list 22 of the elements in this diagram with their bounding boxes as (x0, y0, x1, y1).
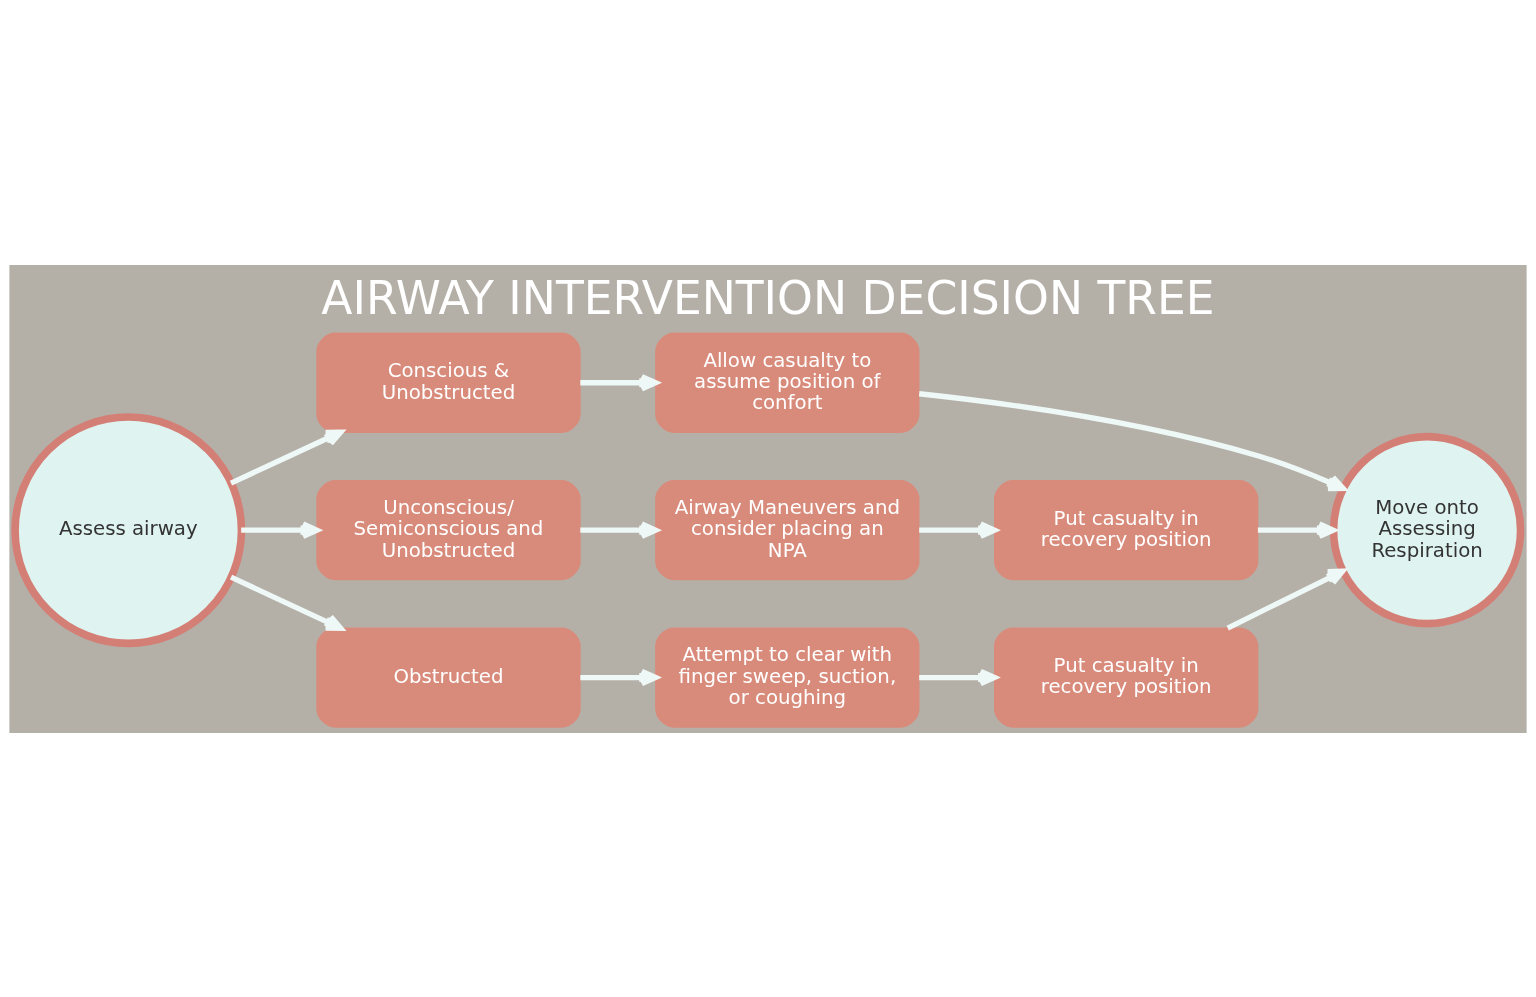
node-box: Airway Maneuvers and consider placing an NPA (655, 479, 920, 580)
arrow (241, 520, 320, 539)
arrow (580, 520, 659, 539)
arrow (919, 520, 998, 539)
node-circle: Move onto Assessing Respiration (1329, 432, 1525, 627)
arrow (918, 390, 1346, 491)
diagram-title: AIRWAY INTERVENTION DECISION TREE (321, 271, 1215, 325)
node-box: Unconscious/ Semiconscious and Unobstructed (316, 479, 581, 580)
node-box: Conscious & Unobstructed (316, 332, 581, 433)
node-box: Allow casualty to assume position of confort (655, 332, 920, 433)
arrow (229, 428, 344, 486)
arrow (580, 668, 659, 686)
arrow (580, 373, 659, 392)
node-box: Put casualty in recovery position (994, 626, 1259, 728)
node-box: Put casualty in recovery position (994, 479, 1259, 580)
arrow (1257, 520, 1336, 539)
arrow (1226, 568, 1346, 630)
node-box: Attempt to clear with finger sweep, suction, or coughing (655, 626, 920, 728)
arrow (229, 574, 344, 631)
node-box: Obstructed (316, 626, 581, 728)
node-circle: Assess airway (11, 412, 246, 647)
arrow (919, 668, 998, 686)
